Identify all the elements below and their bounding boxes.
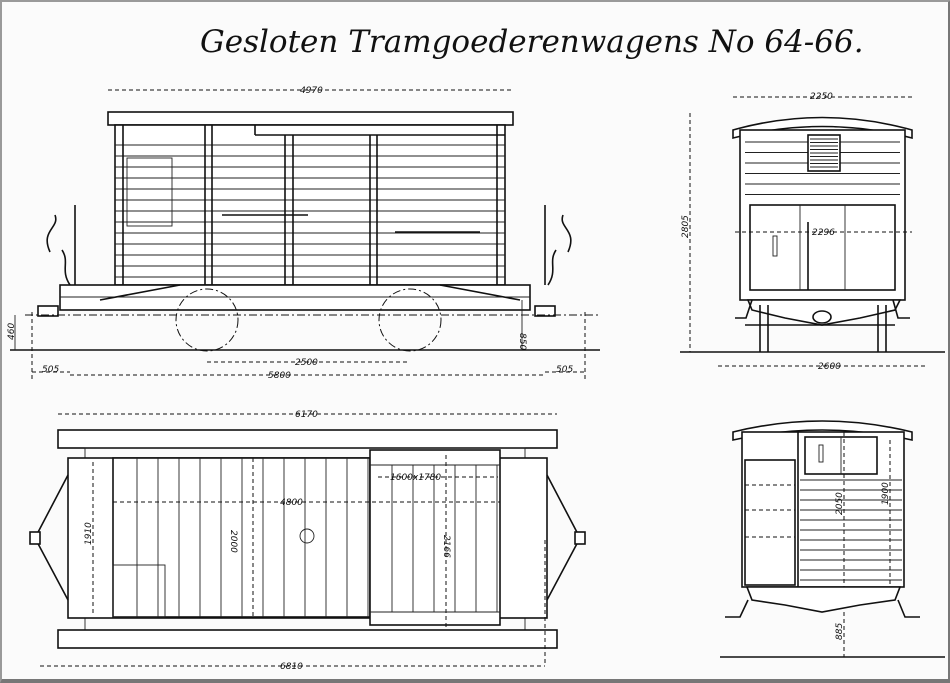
dim-length: 5800 [268,371,291,381]
body-planks [115,144,505,278]
wagon-body [114,124,506,286]
dim-end-height: 2805 [681,215,691,238]
dim-floor-above-rail: 885 [835,623,845,640]
roof-edge-top [57,429,558,449]
dim-roof-length: 4970 [300,86,323,96]
roof-edge-bottom [57,629,558,649]
drawing-title: Gesloten Tramgoederenwagens No 64-66. [200,24,864,60]
buffer-left [37,305,59,317]
dim-overhang-left: 505 [42,365,59,375]
wheel-left [175,288,239,352]
dim-total-length: 6810 [280,662,303,672]
side-elevation: 4970 2500 5800 505 505 460 850 [7,86,600,381]
dim-wheelbase: 2500 [295,358,318,368]
wheel-right [378,288,442,352]
dim-body-width: 2296 [812,228,835,238]
dim-door-width: 2166 [441,535,451,558]
roof [107,111,514,126]
dim-inner-height: 2050 [835,492,845,515]
plan-view: 6170 6810 4800 1600x1780 1910 2000 2166 [29,410,586,672]
dim-roof-width: 2250 [810,92,833,102]
step-left [46,214,71,286]
dim-buffer-height: 460 [7,323,17,340]
dim-end-width: 1910 [84,522,94,545]
dim-side-height: 1900 [881,482,891,505]
step-right [547,214,572,286]
dim-plan-roof-length: 6170 [295,410,318,420]
end-roof [732,116,913,140]
dim-door-opening: 1600x1780 [390,473,441,483]
cross-section: 2050 1900 885 [720,420,945,658]
dim-width-steps: 2600 [818,362,841,372]
end-door [749,204,896,291]
body-frame-posts [122,125,505,285]
dim-inner-length: 4800 [280,498,303,508]
dim-overhang-right: 505 [556,365,573,375]
end-headstock [746,299,902,326]
underframe [59,284,531,311]
dim-inner-width: 2000 [228,530,238,553]
dim-floor-height: 850 [517,333,527,350]
end-elevation: 2250 2805 2296 2600 [680,92,945,372]
buffer-right [534,305,556,317]
